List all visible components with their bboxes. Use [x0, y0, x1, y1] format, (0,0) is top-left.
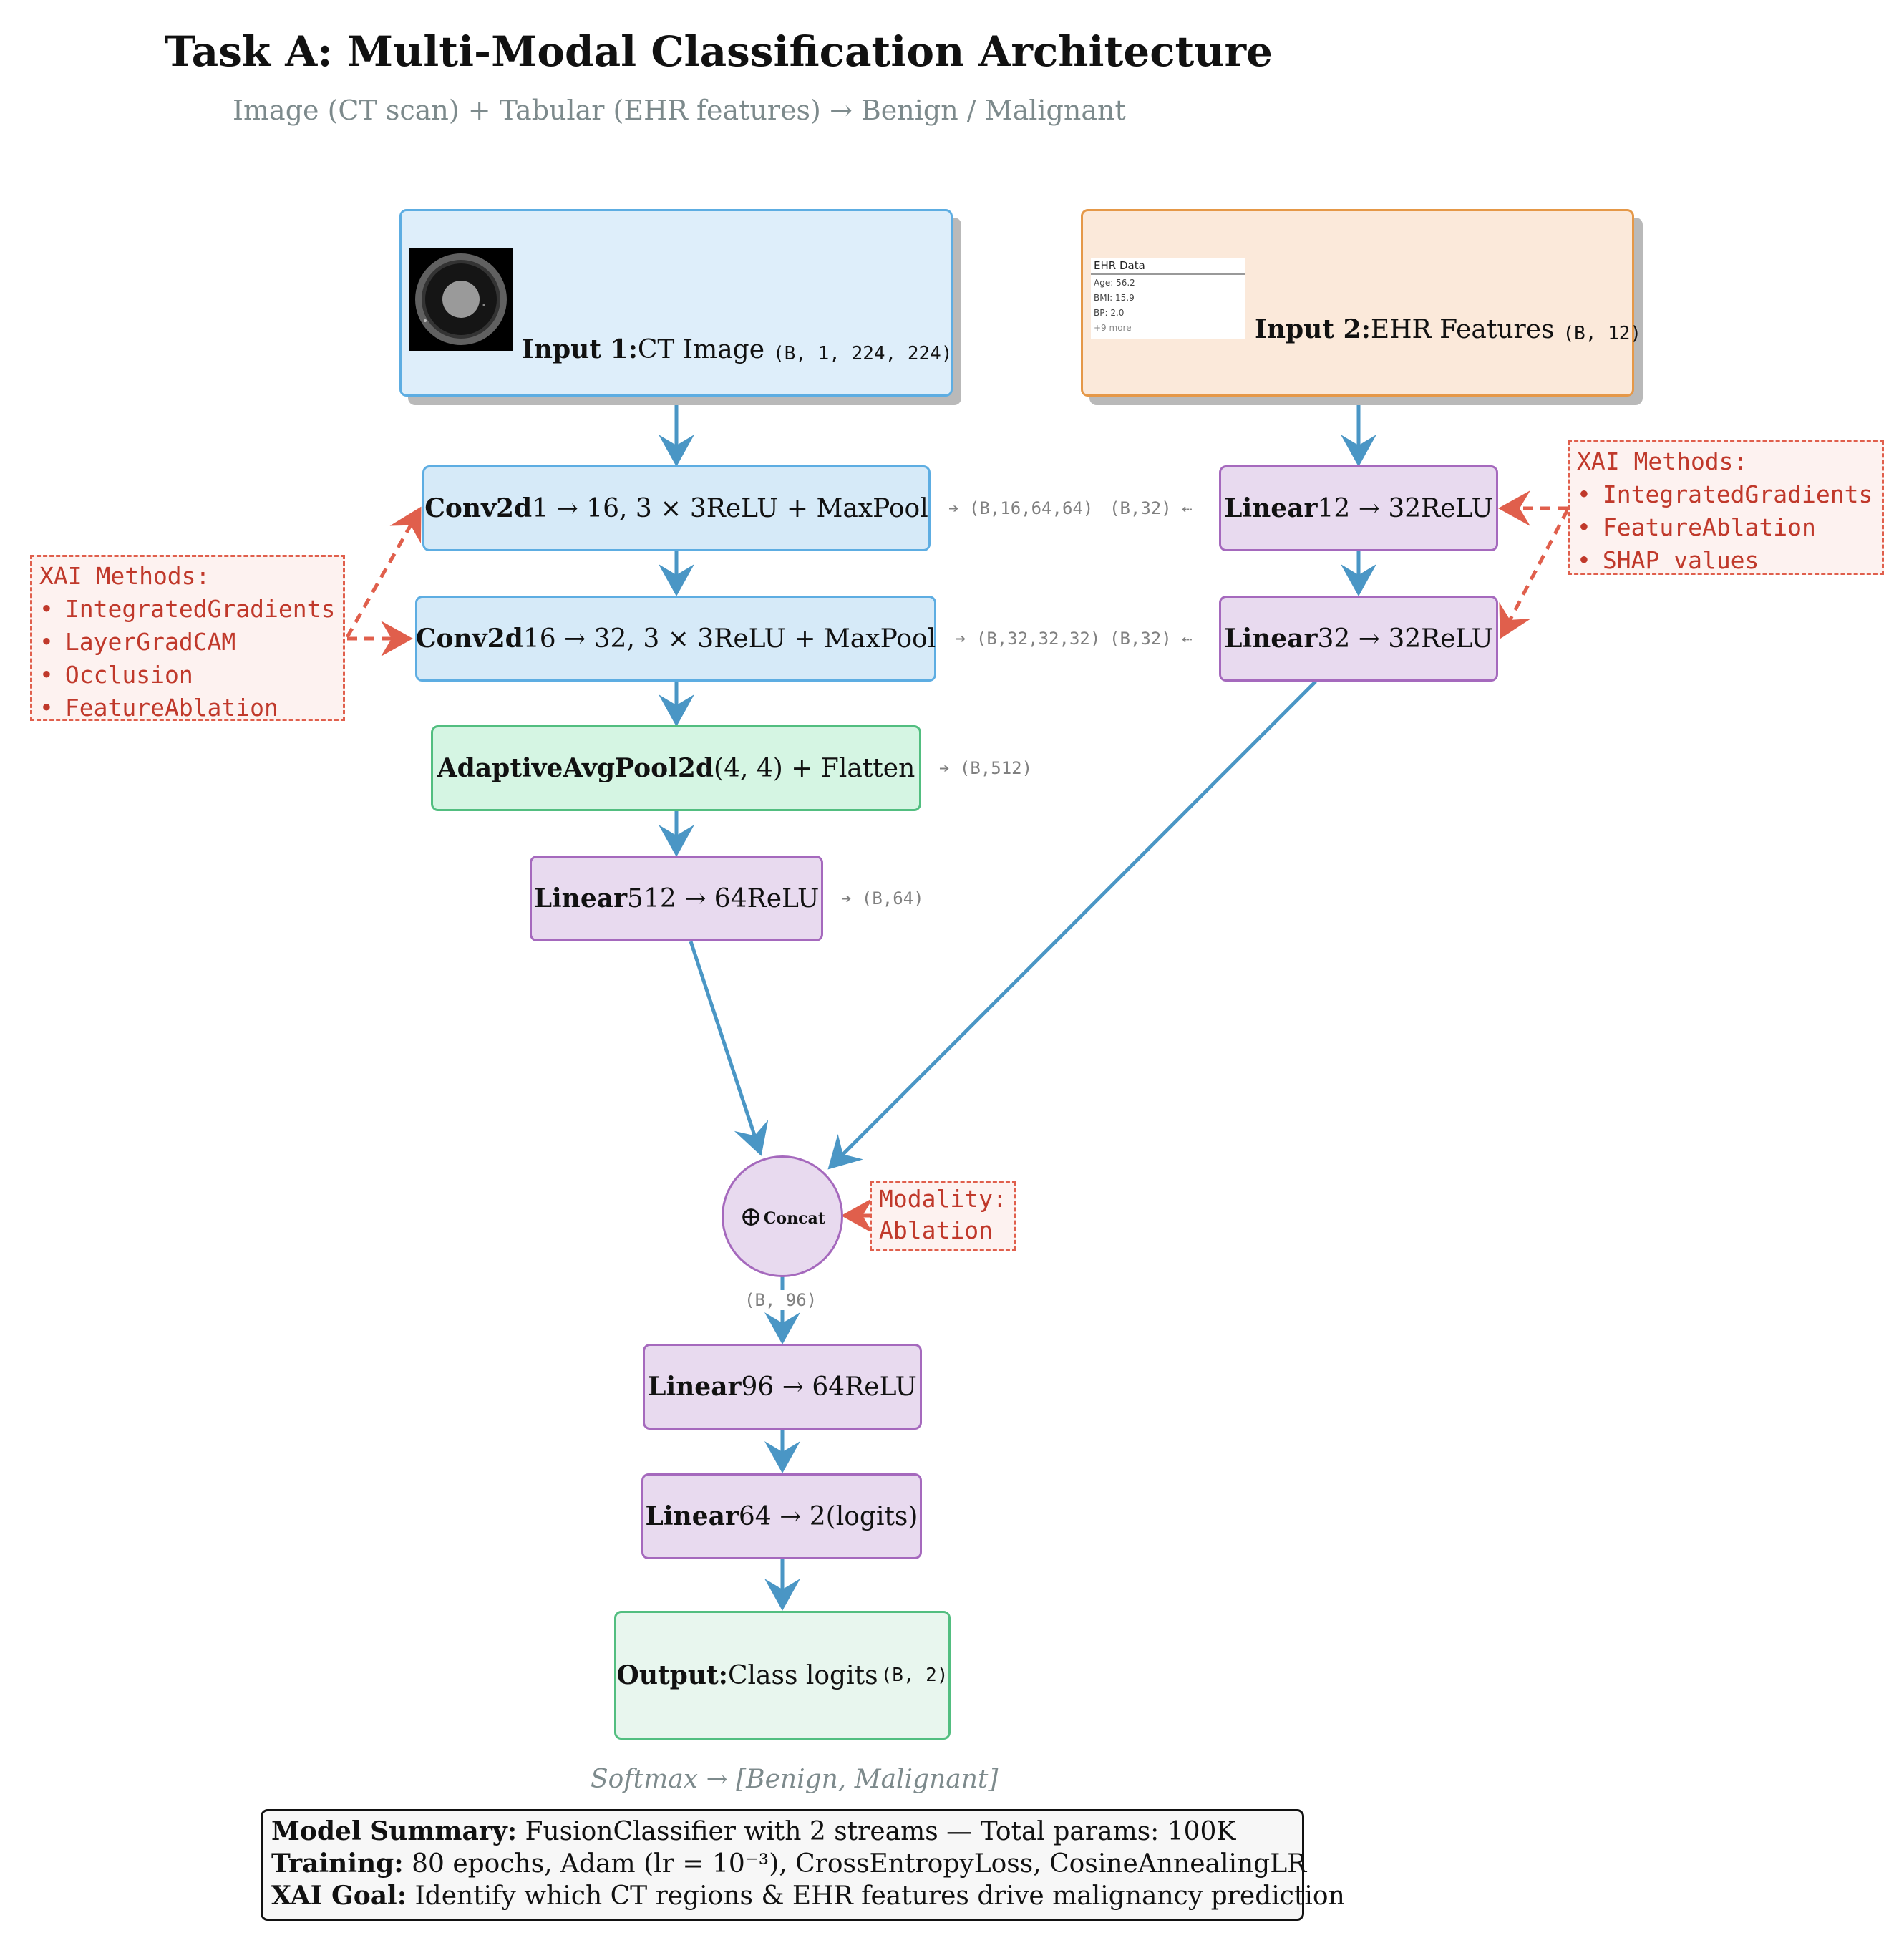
xai-image-item: LayerGradCAM: [39, 626, 336, 659]
image-linear-label: Linear: [533, 883, 628, 914]
softmax-caption: Softmax → [Benign, Malignant]: [591, 1765, 999, 1794]
xai-image-item: Occlusion: [39, 659, 336, 692]
ehr-card-row: BP: 2.0: [1094, 308, 1125, 318]
conv2-label: Conv2d: [415, 624, 523, 654]
head-linear1-label: Linear: [648, 1372, 742, 1402]
summary-xai-label: XAI Goal:: [271, 1881, 407, 1911]
modality-ablation-box: Modality: Ablation: [870, 1181, 1016, 1251]
xai-tabular-item: FeatureAblation: [1577, 511, 1875, 544]
summary-model-text: FusionClassifier with 2 streams — Total …: [517, 1817, 1236, 1846]
tab-linear2-text: 32 → 32ReLU: [1317, 624, 1493, 654]
xai-methods-tabular: XAI Methods: IntegratedGradients Feature…: [1568, 440, 1884, 575]
pool-box: AdaptiveAvgPool2d(4, 4) + Flatten: [431, 725, 921, 811]
input2-shape: (B, 12): [1563, 323, 1642, 344]
conv2-text: 16 → 32, 3 × 3ReLU + MaxPool: [523, 624, 936, 654]
arrow-linear-concat: [689, 941, 769, 1156]
tab-linear1-shape: (B,32) ⇠: [1109, 498, 1193, 518]
output-box: Output:Class logits (B, 2): [614, 1611, 951, 1740]
pool-label: AdaptiveAvgPool2d: [437, 753, 714, 783]
input1-text: CT Image: [637, 335, 765, 364]
xai-image-item: FeatureAblation: [39, 692, 336, 725]
xai-image-item: IntegratedGradients: [39, 593, 336, 626]
page-subtitle: Image (CT scan) + Tabular (EHR features)…: [233, 95, 1126, 126]
input2-text: EHR Features: [1370, 315, 1555, 344]
output-text: Class logits: [727, 1660, 878, 1690]
summary-line-model: Model Summary: FusionClassifier with 2 s…: [271, 1816, 1293, 1848]
summary-model-label: Model Summary:: [271, 1816, 518, 1846]
pool-text: (4, 4) + Flatten: [714, 753, 915, 783]
output-label: Output:: [616, 1660, 728, 1690]
ehr-data-card: EHR Data Age: 56.2 BMI: 15.9 BP: 2.0 +9 …: [1091, 258, 1245, 339]
model-summary-box: Model Summary: FusionClassifier with 2 s…: [261, 1809, 1345, 1921]
concat-label: Concat: [763, 1209, 825, 1228]
input1-shape: (B, 1, 224, 224): [773, 343, 953, 364]
ehr-card-more: +9 more: [1094, 323, 1132, 333]
xai-image-title: XAI Methods:: [39, 562, 210, 590]
input1-label: Input 1:: [522, 334, 638, 364]
tab-linear1-label: Linear: [1224, 493, 1318, 523]
head-linear1-text: 96 → 64ReLU: [741, 1372, 917, 1402]
conv1-shape: ➔ (B,16,64,64): [948, 498, 1094, 518]
summary-line-xai: XAI Goal: Identify which CT regions & EH…: [271, 1880, 1345, 1912]
tab-linear1-text: 12 → 32ReLU: [1317, 493, 1493, 523]
xai-tabular-title: XAI Methods:: [1577, 447, 1748, 475]
pool-shape: ➔ (B,512): [939, 758, 1033, 778]
tab-linear2-shape: (B,32) ⇠: [1109, 629, 1193, 649]
tab-linear2-label: Linear: [1224, 624, 1318, 654]
summary-xai-text: Identify which CT regions & EHR features…: [407, 1881, 1345, 1911]
input1-box: Input 1: CT Image (B, 1, 224, 224): [399, 209, 953, 397]
input2-label: Input 2:: [1255, 314, 1371, 344]
concat-symbol: ⊕: [739, 1201, 762, 1232]
concat-node: ⊕ Concat: [722, 1155, 843, 1277]
xai-methods-image: XAI Methods: IntegratedGradients LayerGr…: [30, 555, 345, 722]
summary-training-label: Training:: [271, 1848, 404, 1879]
conv1-label: Conv2d: [424, 493, 533, 523]
image-linear-text: 512 → 64ReLU: [627, 883, 820, 914]
conv2-shape: ➔ (B,32,32,32): [956, 629, 1101, 649]
ehr-card-row: BMI: 15.9: [1094, 293, 1135, 303]
summary-training-text: 80 epochs, Adam (lr = 10⁻³), CrossEntrop…: [403, 1849, 1307, 1879]
xai-tabular-item: SHAP values: [1577, 544, 1875, 577]
concat-shape: (B, 96): [744, 1290, 817, 1310]
modality-line1: Modality:: [879, 1185, 1007, 1213]
modality-line2: Ablation: [879, 1216, 993, 1244]
head-linear2-label: Linear: [645, 1501, 739, 1531]
xai-tabular-item: IntegratedGradients: [1577, 478, 1875, 511]
xai-arrow-tlinear2: [1499, 508, 1570, 639]
page-title: Task A: Multi-Modal Classification Archi…: [165, 27, 1273, 76]
ct-scan-thumbnail: [409, 248, 513, 351]
ehr-card-header: EHR Data: [1091, 258, 1245, 275]
ehr-card-row: Age: 56.2: [1094, 278, 1135, 288]
conv1-text: 1 → 16, 3 × 3ReLU + MaxPool: [532, 493, 928, 523]
arrow-tlinear2-concat: [827, 680, 1317, 1170]
summary-line-training: Training: 80 epochs, Adam (lr = 10⁻³), C…: [271, 1848, 1306, 1880]
head-linear2-text: 64 → 2(logits): [738, 1501, 918, 1531]
xai-arrow-conv1: [345, 506, 422, 639]
image-linear-shape: ➔ (B,64): [841, 888, 924, 908]
output-shape: (B, 2): [880, 1665, 948, 1686]
